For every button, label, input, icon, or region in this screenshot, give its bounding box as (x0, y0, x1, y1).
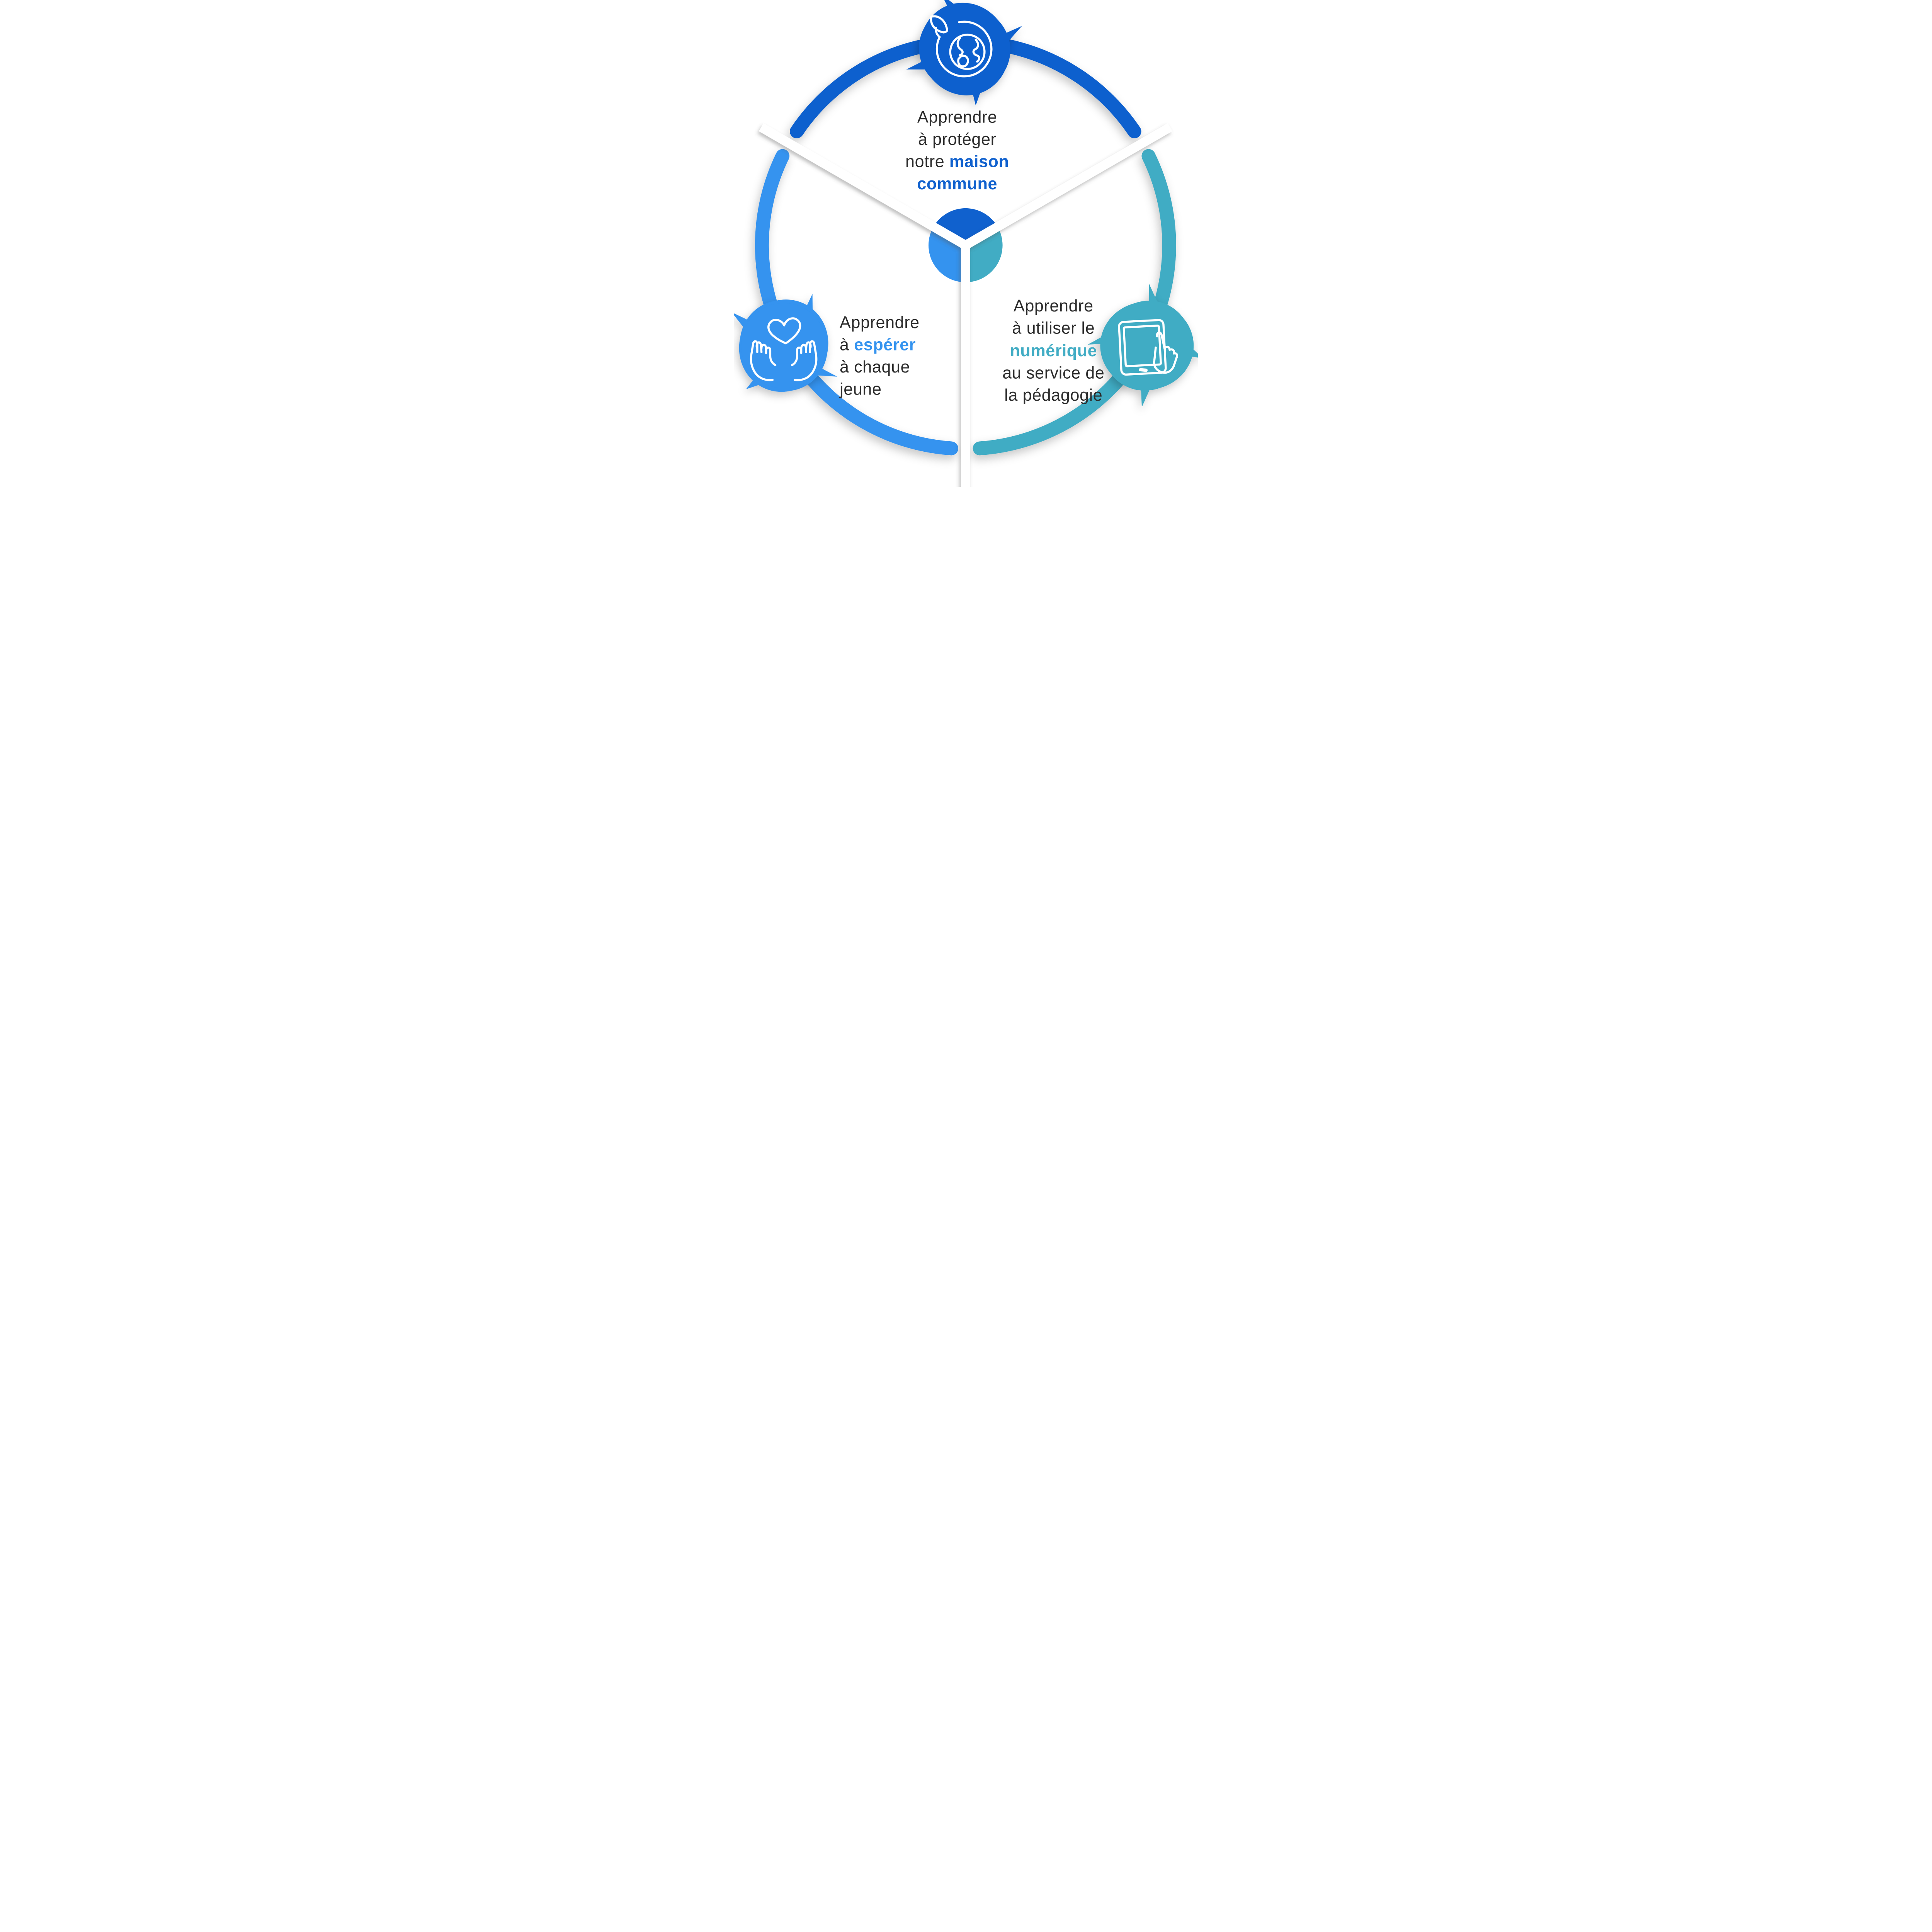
right-label-line3-bold: numérique (1010, 342, 1097, 360)
hands-holding-heart-icon (750, 317, 818, 381)
left-segment-label: Apprendre à espérer à chaque jeune (839, 313, 920, 399)
right-label-line5: la pédagogie (1004, 386, 1102, 405)
tablet-touch-hand-icon (1118, 319, 1178, 376)
right-segment-label: Apprendre à utiliser le numérique au ser… (1002, 297, 1104, 405)
top-label-line4-bold: commune (917, 175, 997, 193)
top-node (905, 0, 1024, 110)
top-label-line3: notre maison (905, 152, 1009, 171)
top-segment-label: Apprendre à protéger notre maison commun… (905, 108, 1009, 193)
right-label-line4: au service de (1002, 364, 1104, 383)
left-label-line2-regular: à (840, 336, 854, 354)
globe-continent-west (956, 37, 964, 56)
divider-bands (759, 123, 1172, 487)
right-label-line1: Apprendre (1014, 297, 1094, 315)
tablet-screen (1122, 325, 1162, 367)
center-wedge-top (933, 208, 998, 245)
left-node (734, 262, 868, 430)
globe-continent-east (972, 39, 980, 63)
top-label-line3-bold: maison (949, 152, 1009, 171)
three-segment-cycle-diagram: Apprendre à protéger notre maison commun… (734, 0, 1198, 487)
touch-hand (1153, 331, 1178, 374)
top-label-line1: Apprendre (917, 108, 997, 126)
divider-south (961, 242, 970, 487)
left-label-line4: jeune (839, 380, 881, 399)
globe-outline (949, 34, 986, 70)
leaf-stem (935, 27, 941, 38)
left-label-line2-bold: espérer (854, 336, 916, 354)
left-hand (750, 340, 777, 381)
divider-northeast (961, 123, 1172, 251)
right-hand (791, 340, 818, 381)
top-label-line2: à protéger (918, 130, 997, 149)
left-label-line3: à chaque (840, 358, 910, 376)
orbit-swirl (935, 20, 993, 78)
right-label-line2: à utiliser le (1012, 319, 1095, 337)
left-label-line1: Apprendre (840, 313, 920, 332)
top-label-line3-regular: notre (905, 152, 949, 171)
infographic-stage: Apprendre à protéger notre maison commun… (734, 0, 1198, 487)
leaf (930, 15, 948, 34)
globe-continent-south (957, 54, 969, 68)
center-wheel (928, 208, 1003, 282)
right-node (1067, 267, 1198, 425)
divider-northwest (759, 123, 971, 251)
earth-globe-leaf-icon (930, 15, 993, 78)
left-label-line2: à espérer (840, 336, 916, 354)
heart-outline (767, 317, 801, 345)
